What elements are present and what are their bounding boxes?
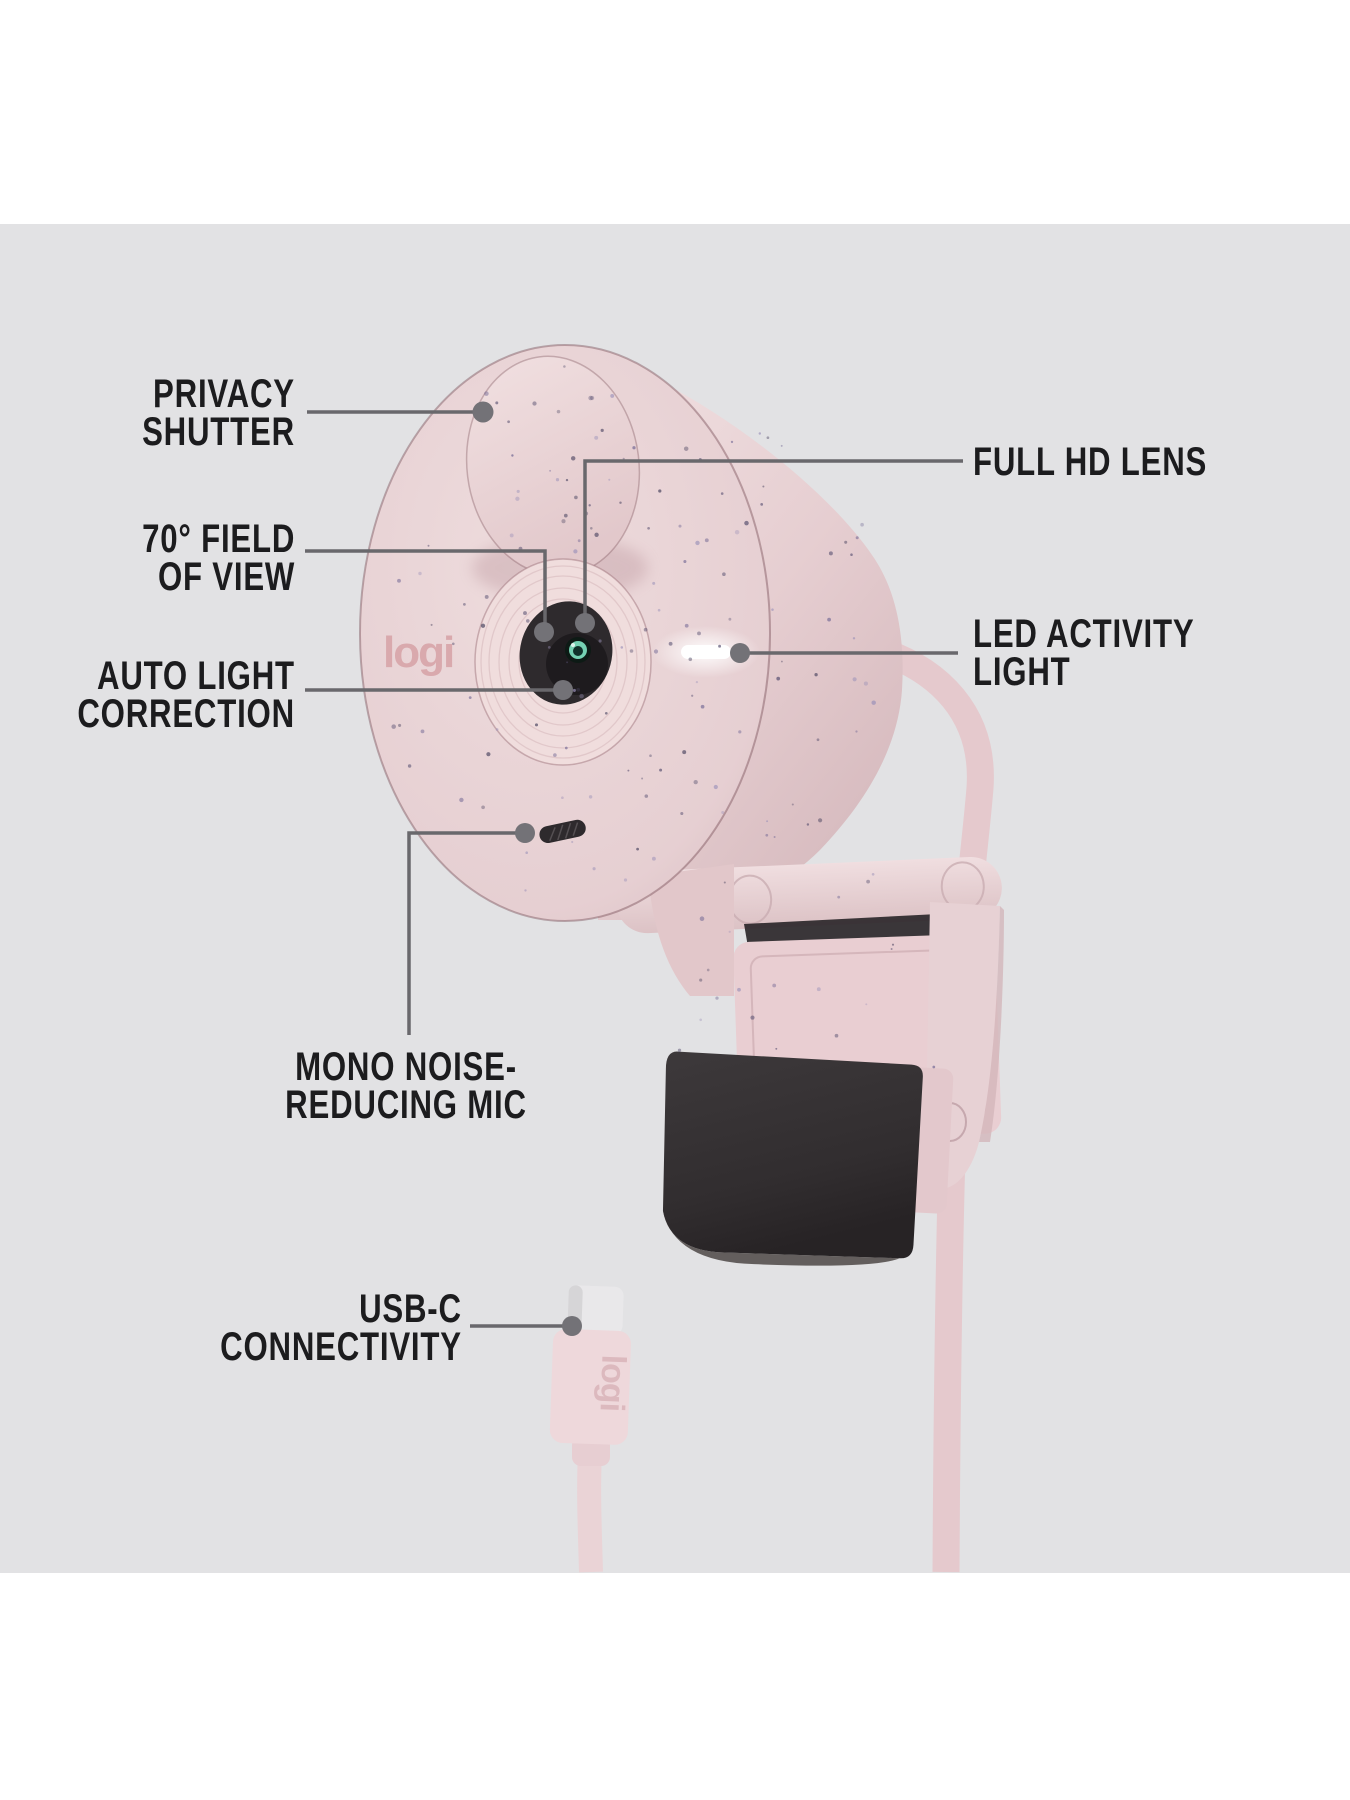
label-line: MONO NOISE- xyxy=(295,1045,517,1089)
logi-logo-face: logi xyxy=(383,628,453,677)
callout-label-usb-c-connectivity: USB-C CONNECTIVITY xyxy=(220,1287,462,1369)
label-line: FULL HD LENS xyxy=(973,440,1208,484)
usb-cable-thin xyxy=(577,1451,603,1573)
callout-label-mono-noise-reducing-mic: MONO NOISE- REDUCING MIC xyxy=(203,1045,609,1127)
callout-line-auto-light-correction xyxy=(305,680,573,700)
callout-label-field-of-view: 70° FIELD OF VIEW xyxy=(141,517,295,599)
callout-line-full-hd-lens xyxy=(575,459,963,633)
usb-connector-body xyxy=(549,1329,631,1445)
mount-black-pad xyxy=(662,1051,923,1259)
callout-line-mono-noise-reducing-mic xyxy=(407,823,535,1035)
camera-foot xyxy=(648,864,734,996)
mount-black-pad-curl xyxy=(662,1210,900,1266)
label-line: SHUTTER xyxy=(142,410,295,454)
callout-line-usb-c-connectivity xyxy=(470,1316,582,1336)
callout-line-field-of-view xyxy=(305,549,554,642)
callout-line-privacy-shutter xyxy=(307,401,494,423)
callout-label-full-hd-lens: FULL HD LENS xyxy=(973,440,1208,484)
logi-logo-connector: logi xyxy=(593,1354,633,1412)
mic-slot xyxy=(539,819,586,844)
webcam-product: logi xyxy=(359,344,1004,1573)
speckle-texture xyxy=(391,365,936,1069)
label-line: LIGHT xyxy=(973,650,1071,694)
label-line: REDUCING MIC xyxy=(285,1083,527,1127)
callout-lines xyxy=(305,401,963,1336)
label-line: OF VIEW xyxy=(157,555,295,599)
label-line: AUTO LIGHT xyxy=(97,654,295,698)
callout-label-auto-light-correction: AUTO LIGHT CORRECTION xyxy=(77,654,295,736)
lens-barrel xyxy=(546,633,608,695)
label-line: USB-C xyxy=(359,1287,462,1331)
label-line: PRIVACY xyxy=(153,372,295,416)
label-line: CORRECTION xyxy=(77,692,295,736)
callout-label-led-activity-light: LED ACTIVITY LIGHT xyxy=(973,612,1195,694)
label-line: 70° FIELD xyxy=(141,517,295,561)
usb-connector: logi xyxy=(549,1285,633,1573)
callout-line-led-activity-light xyxy=(730,643,958,663)
callout-label-privacy-shutter: PRIVACY SHUTTER xyxy=(142,372,295,454)
led-activity-light xyxy=(652,626,760,678)
label-line: LED ACTIVITY xyxy=(973,612,1195,656)
label-line: CONNECTIVITY xyxy=(220,1325,462,1369)
